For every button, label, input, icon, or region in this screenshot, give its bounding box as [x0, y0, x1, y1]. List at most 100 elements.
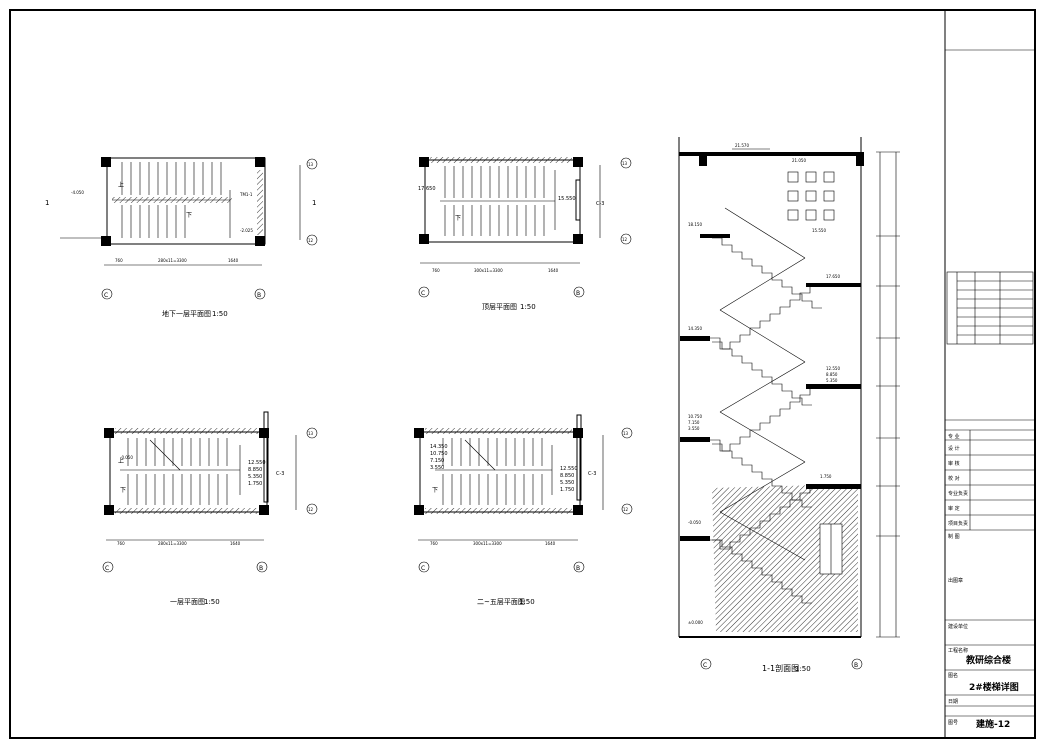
svg-text:300x11=3300: 300x11=3300 — [474, 268, 503, 273]
svg-text:760: 760 — [432, 268, 440, 273]
svg-text:13: 13 — [308, 162, 314, 167]
svg-text:1: 1 — [312, 199, 316, 207]
svg-text:下: 下 — [432, 487, 438, 494]
svg-text:校 对: 校 对 — [948, 475, 960, 482]
svg-text:300x11=3300: 300x11=3300 — [473, 541, 502, 546]
svg-text:280x11=3300: 280x11=3300 — [158, 258, 187, 263]
svg-text:760: 760 — [117, 541, 125, 546]
svg-text:1.750: 1.750 — [560, 487, 574, 493]
svg-text:-4.050: -4.050 — [71, 190, 84, 195]
svg-text:1:50: 1:50 — [520, 303, 536, 311]
svg-text:12.550: 12.550 — [248, 460, 266, 466]
svg-text:-0.050: -0.050 — [120, 455, 133, 460]
svg-text:3.550: 3.550 — [430, 465, 444, 471]
svg-text:12.550: 12.550 — [560, 466, 578, 472]
svg-text:项目负责: 项目负责 — [948, 520, 968, 527]
svg-text:下: 下 — [186, 212, 192, 219]
title-section: 1-1剖面图 — [762, 663, 799, 673]
svg-text:15.550: 15.550 — [812, 228, 826, 233]
svg-text:C-3: C-3 — [588, 471, 596, 477]
svg-text:1: 1 — [45, 199, 49, 207]
svg-text:C: C — [703, 662, 707, 669]
svg-text:12.550: 12.550 — [826, 366, 840, 371]
svg-text:1640: 1640 — [230, 541, 241, 546]
svg-text:制 图: 制 图 — [948, 533, 960, 540]
svg-text:12: 12 — [623, 507, 629, 512]
svg-text:C: C — [105, 565, 109, 572]
drawing-name: 2#楼梯详图 — [969, 681, 1019, 693]
svg-text:下: 下 — [120, 487, 126, 494]
svg-text:B: B — [854, 662, 858, 669]
svg-text:C: C — [421, 290, 425, 297]
svg-text:21.570: 21.570 — [735, 143, 749, 148]
svg-text:上: 上 — [118, 181, 124, 189]
svg-text:专业负责: 专业负责 — [948, 490, 968, 497]
plan-first: 上 下 -0.050 12.550 8.850 5.350 1.750 C-3 … — [102, 411, 318, 606]
svg-text:1:50: 1:50 — [212, 310, 228, 318]
svg-text:下: 下 — [455, 215, 461, 222]
svg-text:建设单位: 建设单位 — [948, 623, 968, 630]
svg-text:14.350: 14.350 — [688, 326, 702, 331]
svg-text:7.150: 7.150 — [688, 420, 700, 425]
svg-text:1:50: 1:50 — [204, 598, 220, 606]
svg-text:17.650: 17.650 — [418, 186, 436, 192]
svg-text:上: 上 — [118, 457, 124, 465]
svg-text:C: C — [104, 292, 108, 299]
svg-text:±0.000: ±0.000 — [688, 620, 703, 625]
svg-text:10.750: 10.750 — [688, 414, 702, 419]
plan-basement: 上 下 -4.050 -2.025 TM1-1 760 280x11=3300 … — [45, 157, 318, 318]
svg-text:760: 760 — [115, 258, 123, 263]
svg-text:C-3: C-3 — [276, 471, 284, 477]
svg-text:B: B — [257, 292, 261, 299]
svg-text:B: B — [259, 565, 263, 572]
drawing-number: 建施-12 — [976, 718, 1010, 730]
svg-text:1.750: 1.750 — [248, 481, 262, 487]
svg-text:出图章: 出图章 — [948, 577, 963, 584]
svg-text:工程名称: 工程名称 — [948, 647, 968, 654]
svg-text:8.850: 8.850 — [560, 473, 574, 479]
svg-text:17.650: 17.650 — [826, 274, 840, 279]
svg-text:1640: 1640 — [228, 258, 239, 263]
svg-text:图号: 图号 — [948, 720, 958, 726]
svg-text:设 计: 设 计 — [948, 445, 960, 452]
svg-text:C-3: C-3 — [596, 201, 604, 207]
svg-text:3.550: 3.550 — [688, 426, 700, 431]
project-name: 教研综合楼 — [965, 654, 1011, 666]
svg-text:10.750: 10.750 — [430, 451, 448, 457]
title-first: 一层平面图 — [170, 598, 205, 606]
svg-text:专 业: 专 业 — [948, 433, 960, 440]
svg-text:13: 13 — [308, 431, 314, 436]
plan-top: 下 17.650 15.550 C-3 760 300x11=3300 1640… — [418, 157, 632, 311]
svg-text:5.350: 5.350 — [560, 480, 574, 486]
plan-typical: 下 14.350 10.750 7.150 3.550 12.550 8.850… — [414, 414, 633, 606]
svg-text:图名: 图名 — [948, 672, 958, 679]
svg-text:760: 760 — [430, 541, 438, 546]
svg-text:8.850: 8.850 — [248, 467, 262, 473]
svg-text:B: B — [576, 290, 580, 297]
svg-text:13: 13 — [622, 161, 628, 166]
svg-text:1640: 1640 — [545, 541, 556, 546]
svg-text:280x11=3300: 280x11=3300 — [158, 541, 187, 546]
svg-text:1.750: 1.750 — [820, 474, 832, 479]
svg-text:-0.050: -0.050 — [688, 520, 701, 525]
svg-text:1:50: 1:50 — [795, 665, 811, 673]
svg-text:5.350: 5.350 — [826, 378, 838, 383]
svg-text:8.850: 8.850 — [826, 372, 838, 377]
svg-text:-2.025: -2.025 — [240, 228, 253, 233]
svg-text:13: 13 — [623, 431, 629, 436]
svg-text:审 核: 审 核 — [948, 460, 960, 467]
svg-text:TM1-1: TM1-1 — [239, 192, 253, 197]
svg-text:14.350: 14.350 — [430, 444, 448, 450]
svg-text:C: C — [421, 565, 425, 572]
svg-text:审 定: 审 定 — [948, 505, 960, 512]
svg-text:21.050: 21.050 — [792, 158, 806, 163]
title-block: 专 业 设 计 审 核 校 对 专业负责 审 定 项目负责 制 图 出图章 建设… — [945, 271, 1035, 730]
section-view: 21.570 21.050 15.550 — [678, 137, 900, 673]
svg-text:15.550: 15.550 — [558, 196, 576, 202]
svg-text:18.150: 18.150 — [688, 222, 702, 227]
svg-text:5.350: 5.350 — [248, 474, 262, 480]
title-top: 顶层平面图 — [482, 303, 517, 311]
title-typical: 二~五层平面图 — [477, 598, 525, 606]
svg-text:B: B — [576, 565, 580, 572]
